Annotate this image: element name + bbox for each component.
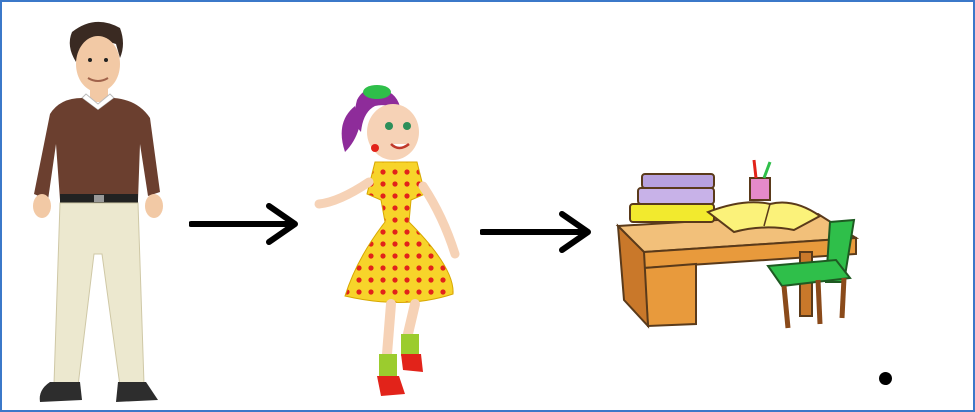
right-arrow-icon <box>480 210 594 254</box>
desk-with-books-illustration <box>604 142 879 334</box>
bullet-dot <box>879 372 892 385</box>
girl-illustration <box>305 82 472 404</box>
right-arrow-icon <box>189 202 301 246</box>
man-illustration <box>20 14 170 412</box>
